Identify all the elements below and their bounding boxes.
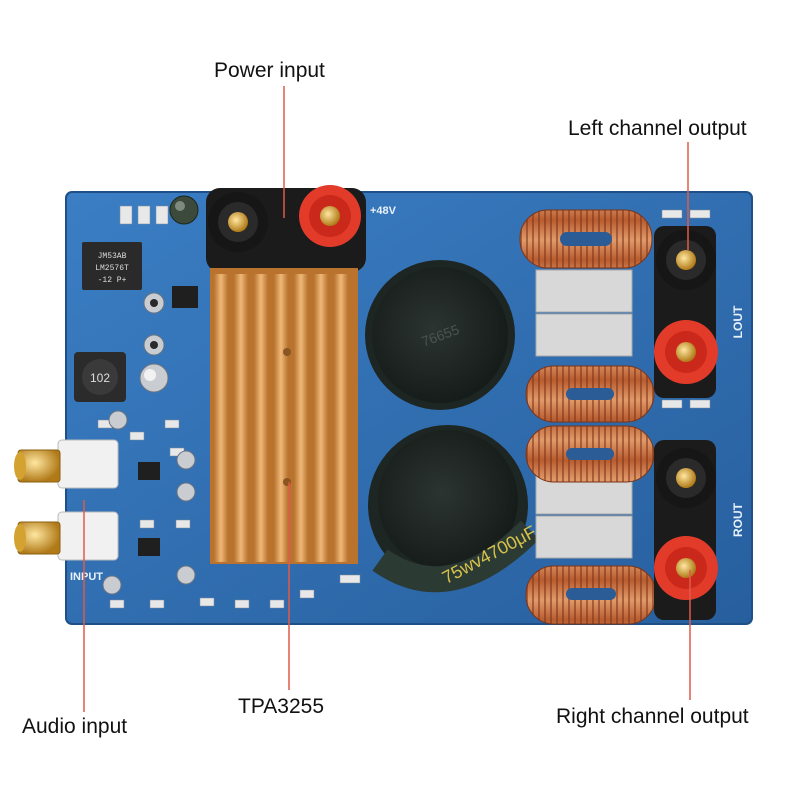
toroid-inductors <box>519 209 657 625</box>
callout-tpa3255: TPA3255 <box>238 695 324 718</box>
small-ics <box>138 286 198 556</box>
callout-right-channel-output: Right channel output <box>556 705 749 728</box>
large-capacitor-bottom: 75wv4700μF <box>368 425 540 593</box>
heatsink <box>210 268 358 564</box>
power-terminal-black <box>208 192 268 252</box>
svg-text:102: 102 <box>90 371 110 385</box>
left-output-terminal-black <box>656 230 716 290</box>
callout-power-input: Power input <box>214 59 325 82</box>
callout-audio-input: Audio input <box>22 715 128 738</box>
regulator-ic: JM53AB LM2576T -12 P+ <box>82 242 142 290</box>
lout-silkscreen: LOUT <box>731 305 745 338</box>
svg-text:-12 P+: -12 P+ <box>98 276 127 285</box>
rout-silkscreen: ROUT <box>731 502 745 537</box>
power-inductor: 102 <box>74 352 126 402</box>
power-terminal-red <box>299 185 361 247</box>
right-output-terminal-red <box>654 536 718 600</box>
smd-components <box>97 205 711 619</box>
svg-text:LM2576T: LM2576T <box>95 264 129 273</box>
large-capacitor-top: 76655 <box>365 260 515 410</box>
voltage-silkscreen: +48V <box>370 205 397 217</box>
right-output-terminal-black <box>656 448 716 508</box>
small-capacitors <box>102 195 199 595</box>
rca-input-jacks <box>14 439 119 561</box>
input-silkscreen: INPUT <box>70 571 103 583</box>
left-output-terminal-red <box>654 320 718 384</box>
callout-left-channel-output: Left channel output <box>568 117 747 140</box>
svg-text:JM53AB: JM53AB <box>98 252 127 261</box>
leader-lines <box>83 86 691 712</box>
